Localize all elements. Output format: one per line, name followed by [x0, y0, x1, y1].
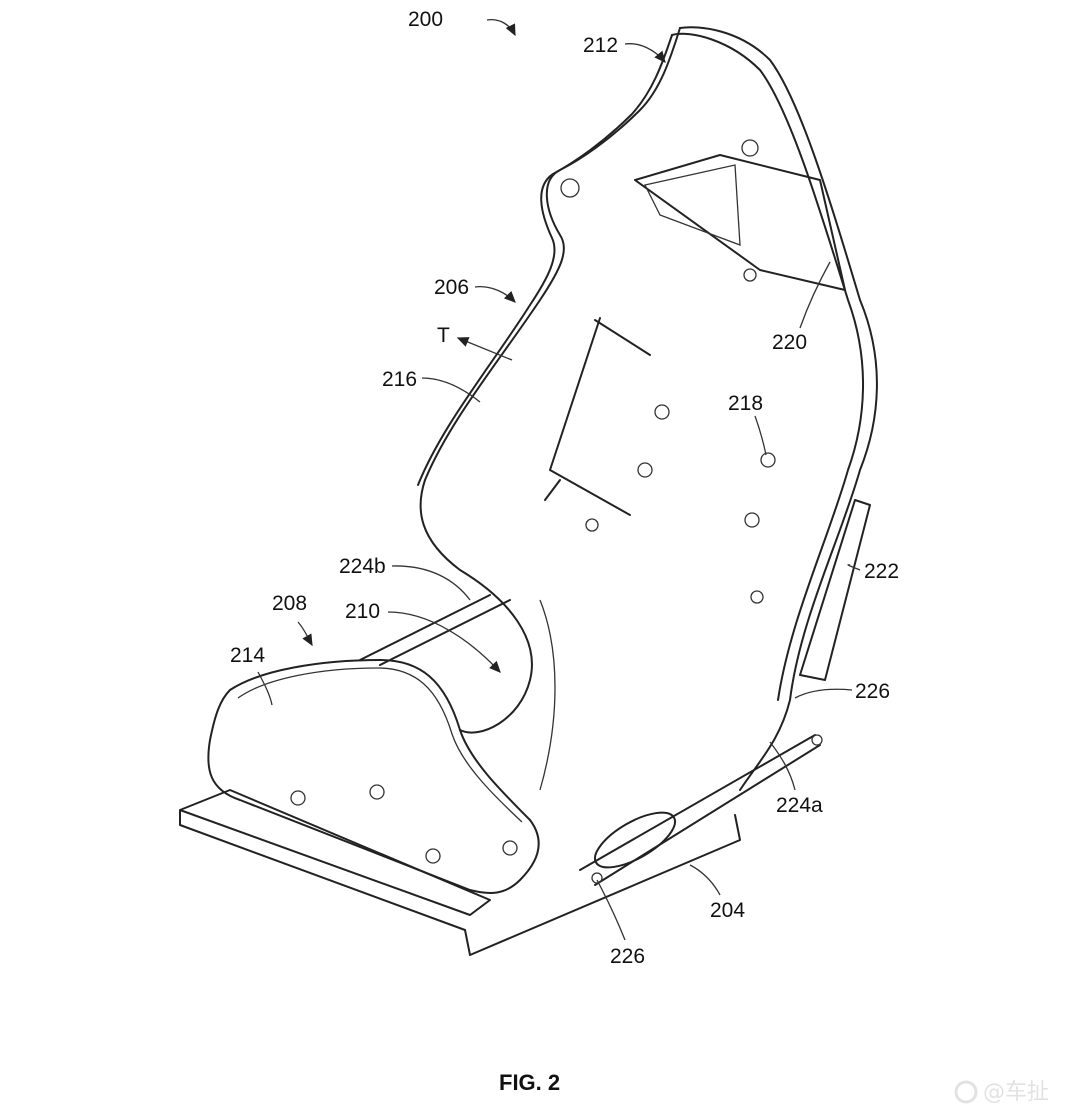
- watermark-text: @车扯: [983, 1080, 1049, 1105]
- label-218: 218: [728, 392, 763, 415]
- figure-caption: FIG. 2: [499, 1070, 560, 1095]
- label-214: 214: [230, 644, 265, 667]
- label-204: 204: [710, 899, 745, 922]
- label-212: 212: [583, 34, 618, 57]
- backrest-drawing: [417, 26, 878, 791]
- label-224a: 224a: [776, 794, 823, 817]
- label-222: 222: [864, 560, 899, 583]
- label-226-lower: 226: [610, 945, 645, 968]
- watermark: @车扯: [954, 1080, 1049, 1105]
- label-206: 206: [434, 276, 469, 299]
- label-208: 208: [272, 592, 307, 615]
- mount-holes: [560, 139, 776, 604]
- label-224b: 224b: [339, 555, 386, 578]
- label-220: 220: [772, 331, 807, 354]
- reference-labels: 200 212 206 T 216 220 218 222 224b 210 2…: [230, 8, 899, 968]
- label-216: 216: [382, 368, 417, 391]
- cushion-drawing: [179, 594, 823, 956]
- label-226-upper: 226: [855, 680, 890, 703]
- weibo-logo-icon: [954, 1080, 978, 1104]
- label-T: T: [437, 324, 450, 347]
- label-200: 200: [408, 8, 443, 31]
- label-210: 210: [345, 600, 380, 623]
